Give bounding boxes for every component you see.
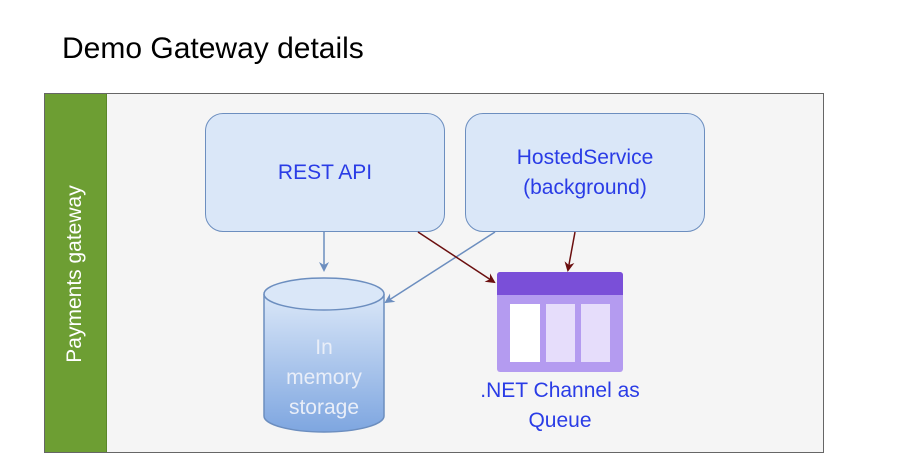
rest-api-box: REST API [205,113,445,232]
hosted-service-label-line1: HostedService [516,145,654,169]
queue-icon [497,272,623,372]
rest-api-label: REST API [277,160,373,184]
edge-hosted-to-storage [384,231,496,304]
storage-label-line2: memory [286,366,362,389]
queue-label-line1: .NET Channel as [480,379,640,402]
edge-hosted-to-queue [564,231,576,272]
storage-label: In memory storage [264,333,384,423]
container-side-band: Payments gateway [45,94,107,452]
storage-cylinder [263,277,385,433]
hosted-service-box: HostedService (background) [465,113,705,232]
diagram-title: Demo Gateway details [62,32,364,65]
storage-label-line1: In [315,336,333,359]
hosted-service-label-line2: (background) [523,175,647,199]
queue-label-line2: Queue [528,409,592,432]
queue-label: .NET Channel as Queue [440,376,680,436]
storage-label-line3: storage [288,396,360,419]
edge-rest-to-queue [417,231,496,284]
